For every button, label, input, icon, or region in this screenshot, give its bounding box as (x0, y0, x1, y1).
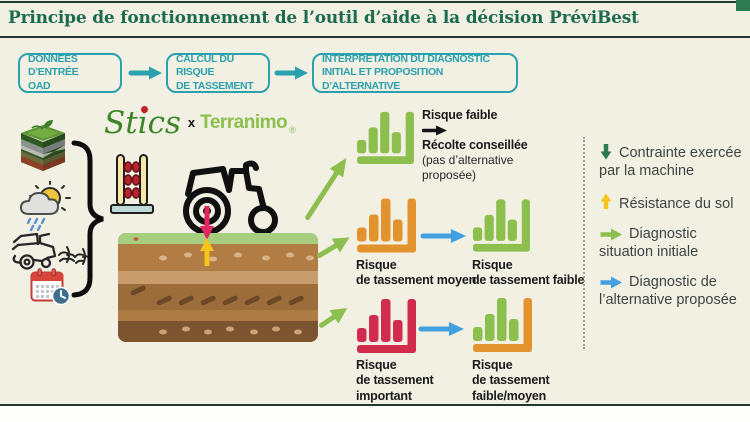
stics-logo-dot (141, 106, 148, 113)
low-risk-label: Risque faible (422, 108, 498, 122)
low-risk-result: Risque faible Récolte conseillée (pas d’… (422, 108, 562, 183)
page-title: Principe de fonctionnement de l’outil d’… (8, 8, 639, 28)
arrow-down-icon (600, 144, 612, 160)
legend-item-soil-resistance: Résistance du sol (599, 193, 750, 214)
risk-chart-medium (357, 198, 416, 253)
to-action-arrow (422, 125, 447, 136)
alternative-arrow-medium (420, 229, 466, 243)
soil-resistance-arrow (200, 238, 214, 266)
risk-chart-medium-alternative (472, 199, 530, 252)
legend-item-machine-stress: Contrainte exercée par la machine (599, 142, 750, 181)
logo-separator: x (187, 115, 196, 130)
stics-logo: Stics (104, 106, 181, 139)
legend-divider (583, 137, 585, 349)
flow-step-input-data-label: DONNÉES D’ENTRÉE OAD (28, 53, 79, 92)
legend-item-initial-diagnostic: Diagnostic situation initiale (599, 226, 750, 262)
legend-alternative-diagnostic-label: Diagnostic de l’alternative proposée (599, 273, 737, 308)
soil-profile-icon (21, 120, 65, 171)
arrow-up-icon (600, 193, 612, 209)
legend-soil-resistance-label: Résistance du sol (619, 195, 734, 212)
flow-arrow-1 (128, 66, 162, 80)
high-alternative-label: Risque de tassement faible/moyen (472, 358, 550, 403)
footer-strip (0, 406, 750, 422)
flow-step-risk-calc: CALCUL DU RISQUE DE TASSEMENT (166, 53, 270, 93)
legend-item-alternative-diagnostic: Diagnostic de l’alternative proposée (599, 274, 750, 310)
tractor-icon (183, 160, 278, 235)
low-risk-action: Récolte conseillée (422, 138, 528, 152)
medium-alternative-label: Risque de tassement faible (472, 258, 585, 288)
risk-chart-low (357, 111, 414, 164)
medium-risk-label: Risque de tassement moyen (356, 258, 477, 288)
legend: Contrainte exercée par la machine Résist… (599, 142, 750, 322)
arrow-right-blue-icon (600, 276, 622, 289)
low-risk-note: (pas d’alternative proposée) (422, 153, 514, 182)
terranimo-logo: Terranimo (200, 112, 288, 133)
high-risk-label: Risque de tassement important (356, 358, 434, 403)
alternative-arrow-high (418, 322, 464, 336)
title-underline (0, 36, 750, 38)
harvester-icon (11, 232, 92, 270)
arrow-right-green-icon (600, 228, 622, 241)
flow-step-input-data: DONNÉES D’ENTRÉE OAD (18, 53, 122, 93)
machine-stress-arrow (200, 206, 214, 240)
diagnostic-arrow-high (318, 307, 348, 328)
diagnostic-arrow-medium (317, 237, 350, 258)
legend-initial-diagnostic-label: Diagnostic situation initiale (599, 225, 699, 260)
flow-step-risk-calc-label: CALCUL DU RISQUE DE TASSEMENT (176, 53, 254, 92)
corner-ornament (736, 0, 750, 11)
flow-step-interpretation: INTERPRÉTATION DU DIAGNOSTIC INITIAL ET … (312, 53, 518, 93)
abacus-icon (110, 154, 154, 214)
legend-machine-stress-label: Contrainte exercée par la machine (599, 145, 742, 179)
bottom-rule (0, 404, 750, 406)
weather-icon (20, 181, 71, 231)
registered-mark: ® (289, 125, 296, 135)
risk-chart-high-alternative (473, 298, 532, 352)
top-rule (0, 1, 750, 3)
risk-chart-high (357, 299, 416, 353)
flow-step-interpretation-label: INTERPRÉTATION DU DIAGNOSTIC INITIAL ET … (322, 53, 490, 92)
model-logos: Stics x Terranimo® (104, 106, 296, 150)
calendar-clock-icon (30, 268, 71, 306)
diagnostic-arrow-low (305, 157, 347, 220)
flow-arrow-2 (274, 66, 308, 80)
soil-cross-section (118, 233, 318, 342)
brace-icon (71, 140, 104, 298)
